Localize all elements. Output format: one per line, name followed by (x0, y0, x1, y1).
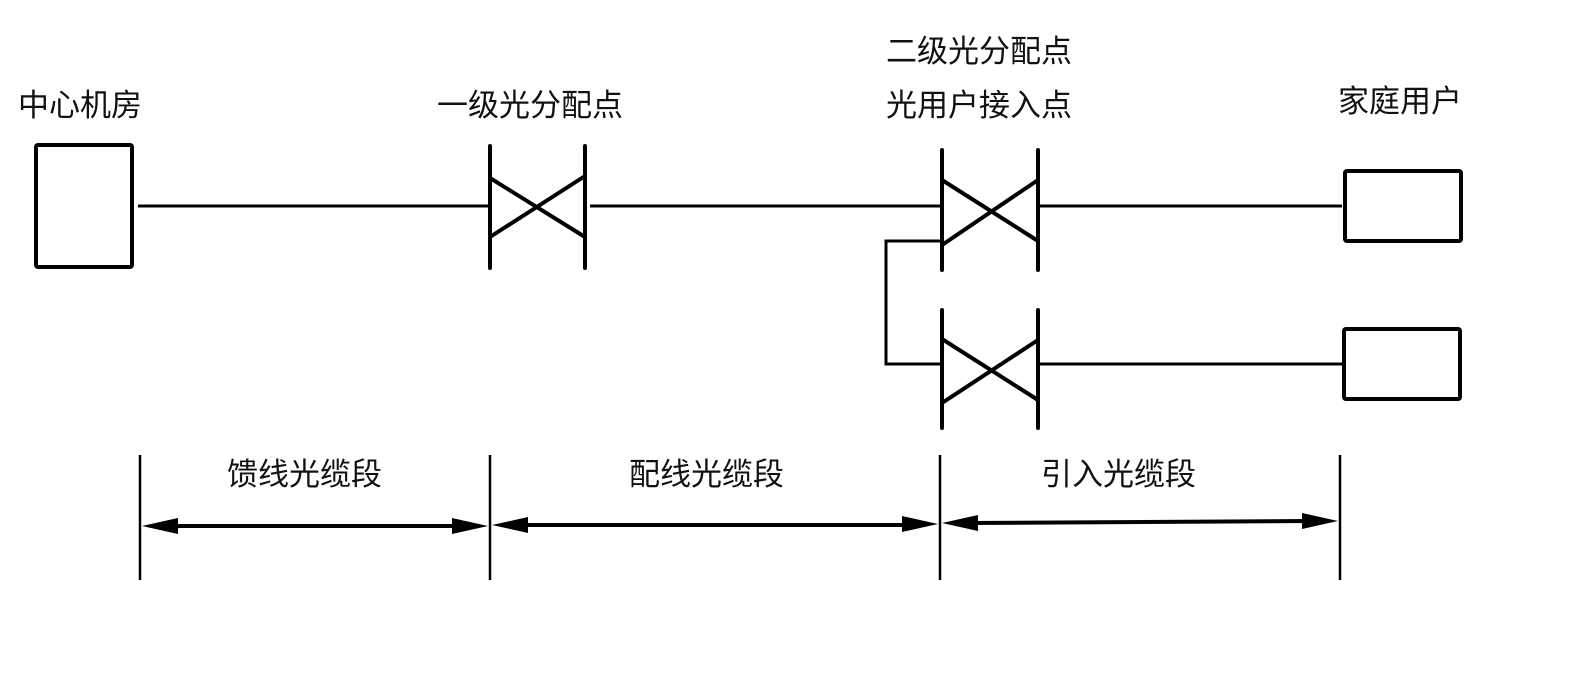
secondary-splitter-symbol-upper (940, 148, 1040, 272)
user-access-point-label: 光用户接入点 (886, 88, 1072, 124)
distribution-segment-label: 配线光缆段 (629, 457, 784, 493)
home-user-box-upper (1343, 169, 1463, 243)
drop-segment-arrow (942, 513, 1338, 531)
drop-segment-label: 引入光缆段 (1041, 457, 1196, 493)
feeder-segment-arrow (142, 518, 488, 534)
central-office-label: 中心机房 (18, 88, 142, 124)
primary-splitter-symbol (488, 144, 587, 270)
primary-splitter-label: 一级光分配点 (437, 88, 623, 124)
home-user-label: 家庭用户 (1338, 84, 1462, 120)
central-office-box (34, 143, 134, 269)
distribution-segment-arrow (492, 516, 938, 533)
home-user-box-lower (1342, 327, 1462, 401)
secondary-splitter-symbol-lower (940, 308, 1040, 430)
secondary-splitter-label: 二级光分配点 (886, 34, 1072, 70)
branch-connector-line (884, 239, 940, 366)
feeder-segment-label: 馈线光缆段 (227, 457, 382, 493)
